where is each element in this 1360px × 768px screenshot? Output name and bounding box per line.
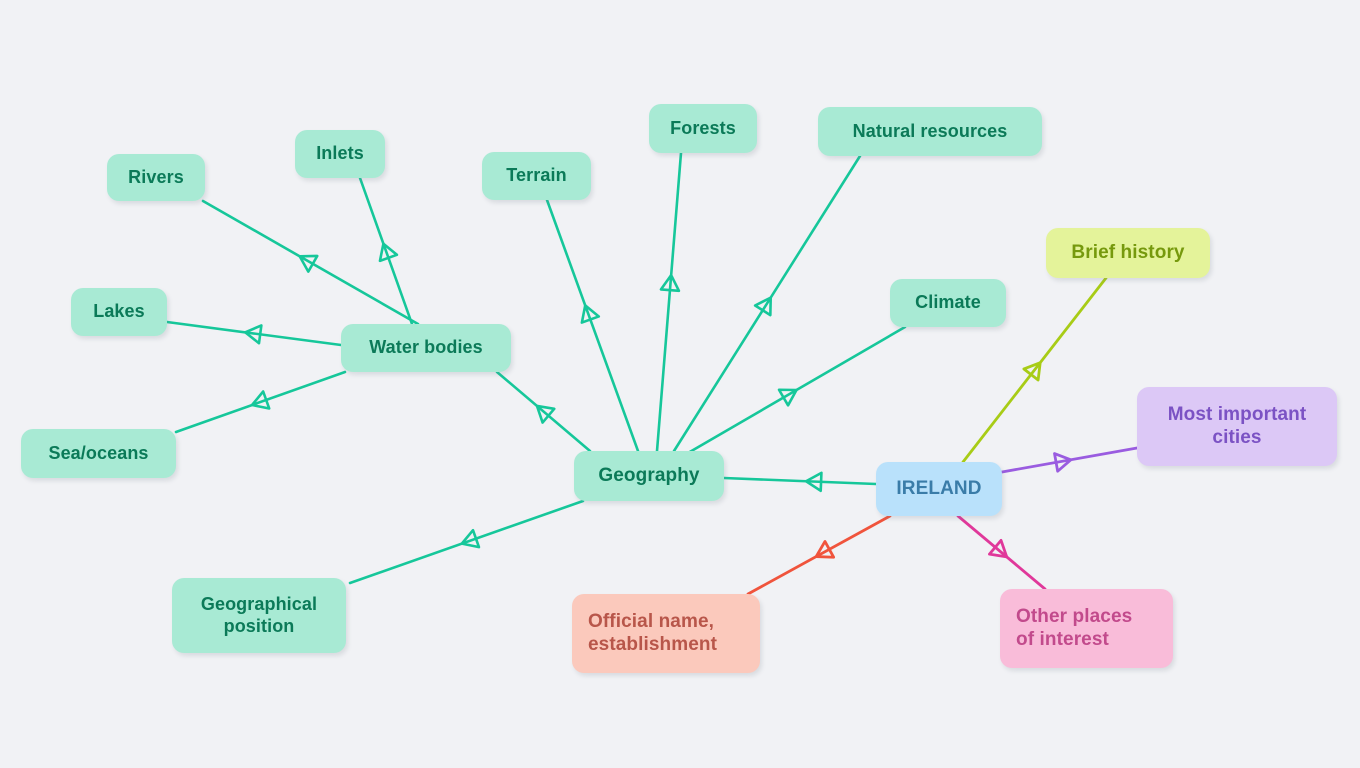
edge-water-bodies-lakes xyxy=(165,320,343,347)
edge-line xyxy=(201,199,420,326)
edge-line xyxy=(722,476,878,486)
mindmap-node-other-places-of-interest[interactable]: Other places of interest xyxy=(1000,589,1173,668)
edge-line xyxy=(495,370,592,453)
mindmap-node-label: Geographical position xyxy=(200,594,318,636)
mindmap-node-official-name-establishment[interactable]: Official name, establishment xyxy=(572,594,760,673)
edge-geography-geographical-position xyxy=(348,499,585,585)
edge-line xyxy=(358,176,414,326)
edge-line xyxy=(174,370,347,434)
edge-geography-water-bodies xyxy=(495,370,592,453)
edge-line xyxy=(686,325,907,455)
mindmap-node-forests[interactable]: Forests xyxy=(649,104,757,153)
edge-arrowhead-icon xyxy=(1053,452,1073,473)
edge-arrowhead-icon xyxy=(535,404,556,424)
edge-arrowhead-icon xyxy=(460,528,481,549)
edge-arrowhead-icon xyxy=(244,324,263,345)
edge-arrowhead-icon xyxy=(378,242,399,263)
mindmap-node-label: Most important cities xyxy=(1167,404,1307,448)
edge-arrowhead-icon xyxy=(988,538,1009,559)
mindmap-node-climate[interactable]: Climate xyxy=(890,279,1006,327)
mindmap-node-label: Inlets xyxy=(316,143,364,164)
edge-line xyxy=(655,151,683,453)
edge-water-bodies-sea-oceans xyxy=(174,370,347,434)
edge-arrowhead-icon xyxy=(814,540,836,559)
edge-ireland-most-important-cities xyxy=(1000,446,1139,474)
mindmap-node-label: Other places of interest xyxy=(1016,606,1133,650)
mindmap-node-most-important-cities[interactable]: Most important cities xyxy=(1137,387,1337,466)
edge-line xyxy=(746,514,892,596)
mindmap-node-natural-resources[interactable]: Natural resources xyxy=(818,107,1042,156)
edge-ireland-official-name xyxy=(746,514,892,596)
edge-line xyxy=(956,514,1047,591)
mindmap-node-label: Forests xyxy=(670,117,736,138)
mindmap-node-label: Climate xyxy=(915,292,981,313)
edge-line xyxy=(545,198,640,453)
edge-line xyxy=(165,320,343,347)
edge-arrowhead-icon xyxy=(580,304,601,324)
edge-line xyxy=(1000,446,1139,474)
mindmap-node-lakes[interactable]: Lakes xyxy=(71,288,167,336)
edge-line xyxy=(348,499,585,585)
edge-arrowhead-icon xyxy=(777,388,798,407)
mindmap-node-label: Lakes xyxy=(93,301,145,322)
mindmap-node-label: Water bodies xyxy=(369,337,483,358)
edge-ireland-geography xyxy=(722,471,878,493)
mindmap-node-label: Sea/oceans xyxy=(48,442,149,463)
edge-water-bodies-rivers xyxy=(201,199,420,326)
edge-geography-natural-resources xyxy=(672,154,862,453)
mindmap-node-label: Geography xyxy=(598,464,700,486)
mindmap-node-label: Official name, establishment xyxy=(588,611,718,655)
edge-geography-climate xyxy=(686,325,907,455)
mindmap-node-geographical-position[interactable]: Geographical position xyxy=(172,578,346,653)
edge-geography-terrain xyxy=(545,198,640,453)
mindmap-node-water-bodies[interactable]: Water bodies xyxy=(341,324,511,372)
edge-ireland-other-places xyxy=(956,514,1047,591)
edge-geography-forests xyxy=(655,151,683,453)
mindmap-node-brief-history[interactable]: Brief history xyxy=(1046,228,1210,278)
mindmap-node-terrain[interactable]: Terrain xyxy=(482,152,591,200)
mindmap-node-label: Brief history xyxy=(1071,241,1185,263)
mindmap-node-label: Terrain xyxy=(506,165,567,186)
edge-arrowhead-icon xyxy=(753,296,773,317)
mindmap-node-label: Natural resources xyxy=(852,120,1008,141)
mindmap-node-label: IRELAND xyxy=(896,477,982,499)
edge-arrowhead-icon xyxy=(659,273,681,293)
mindmap-node-sea-oceans[interactable]: Sea/oceans xyxy=(21,429,176,478)
edge-water-bodies-inlets xyxy=(358,176,414,326)
mindmap-node-inlets[interactable]: Inlets xyxy=(295,130,385,178)
mindmap-node-ireland[interactable]: IRELAND xyxy=(876,462,1002,516)
mindmap-node-label: Rivers xyxy=(128,166,184,187)
edge-arrowhead-icon xyxy=(250,390,271,410)
edge-arrowhead-icon xyxy=(1022,361,1042,382)
edge-line xyxy=(672,154,862,453)
edge-arrowhead-icon xyxy=(804,471,823,493)
mindmap-node-rivers[interactable]: Rivers xyxy=(107,154,205,201)
mindmap-node-geography[interactable]: Geography xyxy=(574,451,724,501)
edge-arrowhead-icon xyxy=(298,254,319,273)
